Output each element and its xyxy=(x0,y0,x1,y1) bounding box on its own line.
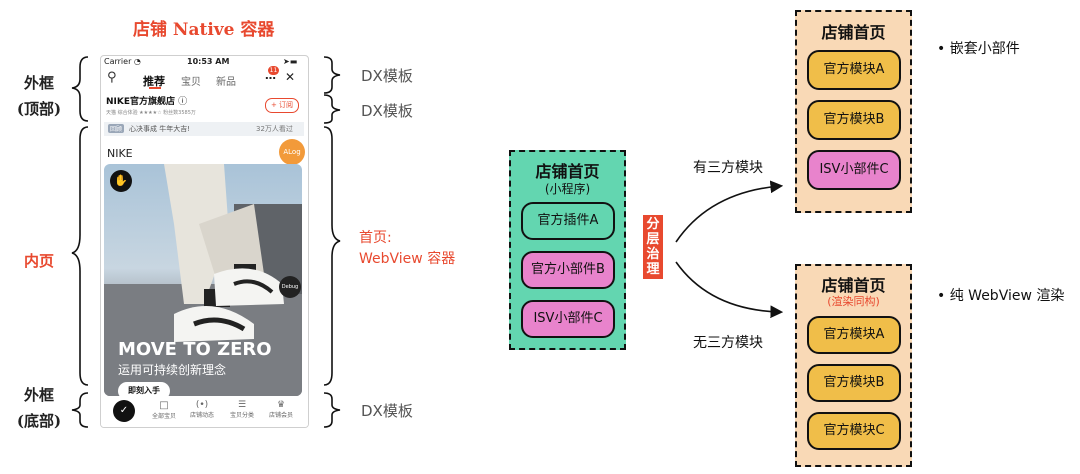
broadcast-icon: (•) xyxy=(195,400,209,410)
carrier-text: Carrier xyxy=(104,57,132,66)
pure-webview-note: • 纯 WebView 渲染 xyxy=(937,285,1064,305)
official-plugin-a: 官方插件A xyxy=(521,202,615,240)
bag-icon: □ xyxy=(159,400,169,411)
right-bottom-store-title: 店铺首页 xyxy=(821,276,886,295)
outer-bottom-label-line1: 外框 xyxy=(23,386,54,404)
nested-widget-text: 嵌套小部件 xyxy=(949,41,1020,57)
phone-screenshot: Carrier ◔ 10:53 AM ➤▬ ⚲ 推荐 宝贝 新品 … 11 ✕ … xyxy=(100,55,309,428)
outer-bottom-label: 外框 (底部) xyxy=(14,382,64,434)
webview-label-line2: WebView 容器 xyxy=(359,251,456,267)
pure-webview-text: 纯 WebView 渲染 xyxy=(949,288,1065,304)
follow-button[interactable]: + 订阅 xyxy=(265,98,299,113)
store-name-text: NIKE官方旗舰店 xyxy=(106,97,176,107)
hero-illustration xyxy=(104,164,302,396)
official-module-b-bottom: 官方模块B xyxy=(807,364,901,402)
webview-container-label: 首页: WebView 容器 xyxy=(359,228,455,270)
right-braces xyxy=(323,56,341,428)
official-module-a-bottom: 官方模块A xyxy=(807,316,901,354)
official-module-b-top: 官方模块B xyxy=(807,100,901,140)
nav-membership[interactable]: ♛ 店铺会员 xyxy=(264,400,298,419)
close-icon[interactable]: ✕ xyxy=(285,70,296,84)
with-third-party-label: 有三方模块 xyxy=(693,160,763,176)
more-icon[interactable]: … xyxy=(265,69,276,82)
center-store-box: 店铺首页 (小程序) 官方插件A 官方小部件B ISV小部件C xyxy=(509,150,626,350)
store-name: NIKE官方旗舰店 ⓘ xyxy=(106,94,187,107)
brace-bottom-right xyxy=(323,392,341,428)
outer-top-label-line1: 外框 xyxy=(23,74,54,92)
brace-bottom-left xyxy=(71,392,89,428)
dx-template-label-1: DX模板 xyxy=(361,67,413,85)
nike-logo-badge: ✋ xyxy=(110,170,132,192)
tab-active-underline xyxy=(149,87,161,89)
notice-text: 心决事成 牛年大吉! xyxy=(129,125,191,133)
wifi-icon: ◔ xyxy=(133,57,141,66)
hero-banner[interactable]: ✋ Debug MOVE TO ZERO 运用可持续创新理念 即刻入手 xyxy=(104,164,302,396)
status-time: 10:53 AM xyxy=(187,57,230,66)
list-icon: ☰ xyxy=(237,400,247,410)
layered-governance-tag: 分层治理 xyxy=(643,215,663,279)
cta-button[interactable]: 即刻入手 xyxy=(118,382,170,396)
status-carrier: Carrier ◔ xyxy=(104,57,141,66)
brace-top-left xyxy=(71,56,89,122)
notice-count: 32万人看过 xyxy=(256,125,293,133)
right-top-store-title: 店铺首页 xyxy=(821,23,886,42)
nav-categories-label: 宝贝分类 xyxy=(229,412,254,419)
nav-store-feed-label: 店铺动态 xyxy=(189,412,214,419)
brace-inner-right xyxy=(323,126,341,386)
without-third-party-label: 无三方模块 xyxy=(693,335,763,351)
brand-name: NIKE xyxy=(107,147,133,160)
brace-top-right-2 xyxy=(323,94,341,124)
dx-template-label-3: DX模板 xyxy=(361,402,413,420)
debug-button[interactable]: Debug xyxy=(279,276,301,298)
container-title: 店铺 Native 容器 xyxy=(133,20,275,40)
nav-all-items[interactable]: □ 全部宝贝 xyxy=(147,400,181,420)
official-widget-b: 官方小部件B xyxy=(521,251,615,289)
dx-template-label-2: DX模板 xyxy=(361,102,413,120)
isv-widget-c-top: ISV小部件C xyxy=(807,150,901,190)
nav-categories[interactable]: ☰ 宝贝分类 xyxy=(225,400,259,419)
brace-inner-left xyxy=(71,126,89,386)
outer-top-label-line2: (顶部) xyxy=(16,100,62,118)
alog-button[interactable]: ALog xyxy=(279,139,305,165)
tab-recommend[interactable]: 推荐 xyxy=(143,75,165,88)
left-braces xyxy=(71,56,89,428)
bullet-dot-2: • xyxy=(937,288,950,304)
bottom-nav: ✓ □ 全部宝贝 (•) 店铺动态 ☰ 宝贝分类 ♛ 店铺会员 xyxy=(101,398,308,427)
notice-tag: 回顾 xyxy=(108,124,125,133)
tab-items[interactable]: 宝贝 xyxy=(181,77,201,88)
notification-badge: 11 xyxy=(268,66,279,75)
battery-icon: ➤▬ xyxy=(283,57,298,66)
search-icon[interactable]: ⚲ xyxy=(107,70,117,85)
bullet-dot-1: • xyxy=(937,41,950,57)
official-module-a-top: 官方模块A xyxy=(807,50,901,90)
nav-all-items-label: 全部宝贝 xyxy=(151,413,176,420)
nav-store-feed[interactable]: (•) 店铺动态 xyxy=(185,400,219,419)
tab-new[interactable]: 新品 xyxy=(216,77,236,88)
arrow-up xyxy=(675,180,784,243)
outer-top-label: 外框 (顶部) xyxy=(14,70,64,122)
hero-subhead: 运用可持续创新理念 xyxy=(118,363,227,377)
governance-text: 分层治理 xyxy=(646,217,660,277)
official-module-c-bottom: 官方模块C xyxy=(807,412,901,450)
info-icon: ⓘ xyxy=(178,97,188,107)
crown-icon: ♛ xyxy=(276,400,286,410)
webview-label-line1: 首页: xyxy=(359,230,392,246)
nike-swoosh-button[interactable]: ✓ xyxy=(113,400,135,422)
right-top-store-box: 店铺首页 官方模块A 官方模块B ISV小部件C xyxy=(795,10,912,213)
inner-page-label: 内页 xyxy=(23,252,54,270)
notice-bar[interactable]: 回顾 心决事成 牛年大吉! 32万人看过 xyxy=(104,122,304,136)
nav-membership-label: 店铺会员 xyxy=(268,412,293,419)
isv-widget-c-center: ISV小部件C xyxy=(521,300,615,338)
nested-widget-note: • 嵌套小部件 xyxy=(937,38,1020,58)
hero-headline: MOVE TO ZERO xyxy=(118,339,272,360)
store-meta: 天猫 综合体验 ★★★★☆ 粉丝数3585万 xyxy=(106,110,196,116)
brace-top-right-1 xyxy=(323,56,341,94)
center-store-title: 店铺首页 xyxy=(535,162,600,181)
arrow-down xyxy=(675,261,784,319)
branch-arrows xyxy=(675,180,784,319)
right-bottom-store-box: 店铺首页 (渲染同构) 官方模块A 官方模块B 官方模块C xyxy=(795,264,912,467)
right-bottom-store-subtitle: (渲染同构) xyxy=(827,295,880,308)
center-store-subtitle: (小程序) xyxy=(544,182,591,196)
outer-bottom-label-line2: (底部) xyxy=(16,412,62,430)
